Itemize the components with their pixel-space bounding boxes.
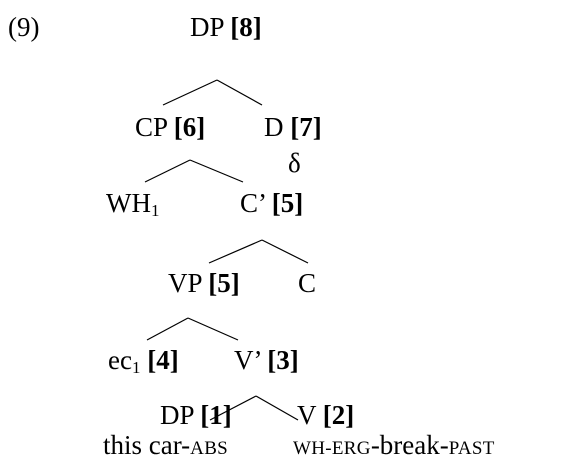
node-index: [5]: [271, 188, 304, 218]
node-d: D [7]: [264, 112, 322, 142]
node-cbar: C’ [5]: [240, 188, 303, 218]
node-ec: ec1 [4]: [108, 345, 179, 377]
node-index: [3]: [267, 345, 299, 375]
node-subscript: 1: [131, 358, 141, 377]
node-index: [5]: [208, 268, 240, 298]
node-subscript: 1: [150, 201, 160, 220]
gloss-left: this car-ABS: [103, 430, 229, 460]
node-index: [6]: [173, 112, 206, 142]
branch-vp-vbar: [187, 317, 239, 341]
node-index: [8]: [230, 12, 262, 42]
node-category: CP: [135, 112, 168, 142]
branch-cbar-vp: [208, 239, 263, 264]
node-category: C: [298, 268, 317, 298]
branch-cp-cbar: [189, 159, 244, 183]
node-wh: WH1: [106, 188, 160, 220]
node-category: C’: [240, 188, 265, 218]
branch-vbar-dp: [209, 395, 257, 421]
branch-vp-ec: [146, 317, 189, 341]
node-index: [2]: [322, 400, 355, 430]
node-category: V’: [234, 345, 261, 375]
node-category: DP: [160, 400, 194, 430]
node-index: [1]: [200, 400, 232, 430]
branch-vbar-v: [255, 395, 299, 421]
node-dp-leaf: DP [1]: [160, 400, 232, 430]
node-category: V: [297, 400, 317, 430]
node-c: C: [298, 268, 316, 298]
node-cp: CP [6]: [135, 112, 205, 142]
node-category: VP: [168, 268, 202, 298]
node-category: WH: [106, 188, 151, 218]
node-d-terminal: δ: [288, 148, 301, 178]
node-index: [7]: [290, 112, 322, 142]
branch-dp-d: [216, 79, 263, 106]
node-category: ec: [108, 345, 132, 375]
branch-cp-wh: [144, 159, 191, 183]
branch-dp-cp: [162, 79, 218, 106]
node-dp-root: DP [8]: [190, 12, 262, 42]
node-index: [4]: [147, 345, 179, 375]
node-vp: VP [5]: [168, 268, 240, 298]
node-vbar: V’ [3]: [234, 345, 299, 375]
branch-cbar-c: [261, 239, 309, 264]
node-category: DP: [190, 12, 224, 42]
example-number: (9): [8, 12, 40, 42]
node-v: V [2]: [297, 400, 354, 430]
node-category: D: [264, 112, 284, 142]
gloss-right: WH-ERG-break-PAST: [293, 430, 495, 460]
